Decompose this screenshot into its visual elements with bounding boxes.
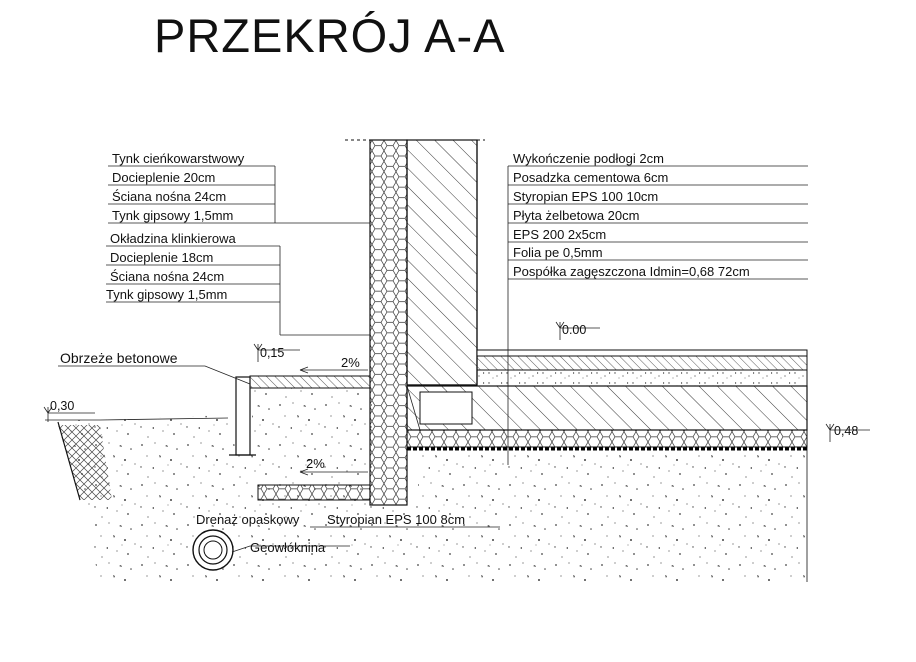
paving-strip xyxy=(249,375,371,389)
eps-strip xyxy=(257,484,371,501)
eps100-layer xyxy=(476,369,808,387)
slope-upper: 2% xyxy=(341,355,360,370)
level-foundation: 0,48 xyxy=(834,424,858,438)
soil-hatch xyxy=(58,425,112,500)
bearing-wall xyxy=(406,139,478,386)
label-tynk-gipsowy-2: Tynk gipsowy 1,5mm xyxy=(106,287,227,302)
level-ground: 0,30 xyxy=(50,399,74,413)
drain-pipe-icon xyxy=(192,529,234,571)
eps200-layer xyxy=(406,429,808,448)
label-tynk-gipsowy-1: Tynk gipsowy 1,5mm xyxy=(112,208,233,223)
label-plyta-zelbetowa: Płyta żelbetowa 20cm xyxy=(513,208,639,223)
level-markers xyxy=(43,321,870,442)
left-leaders xyxy=(106,165,370,336)
drawing-title: PRZEKRÓJ A-A xyxy=(154,9,506,62)
cement-screed xyxy=(476,355,808,371)
ground-surface-line xyxy=(45,417,229,421)
level-edge: 0,15 xyxy=(260,346,284,360)
ground-fill xyxy=(50,388,806,582)
label-sciana-nosna-2: Ściana nośna 24cm xyxy=(110,269,224,284)
label-wykonczenie: Wykończenie podłogi 2cm xyxy=(513,151,664,166)
right-leaders xyxy=(507,165,808,465)
label-styropian-eps100: Styropian EPS 100 10cm xyxy=(513,189,658,204)
label-sciana-nosna-1: Ściana nośna 24cm xyxy=(112,189,226,204)
label-docieplenie-20: Docieplenie 20cm xyxy=(112,170,215,185)
level-floor: 0.00 xyxy=(562,323,586,337)
label-docieplenie-18: Docieplenie 18cm xyxy=(110,250,213,265)
concrete-edging xyxy=(235,376,251,456)
slope-lower: 2% xyxy=(306,456,325,471)
rc-slab xyxy=(406,385,808,431)
callout-styropian-8: Styropian EPS 100 8cm xyxy=(327,512,465,527)
callout-geowloknina: Geowłóknina xyxy=(250,540,326,555)
label-tynk-cienkowarstwowy: Tynk cieńkowarstwowy xyxy=(112,151,245,166)
label-eps200: EPS 200 2x5cm xyxy=(513,227,606,242)
label-okladzina: Okładzina klinkierowa xyxy=(110,231,236,246)
label-folia-pe: Folia pe 0,5mm xyxy=(513,245,603,260)
callout-obrzeze: Obrzeże betonowe xyxy=(60,350,178,366)
wall-insulation xyxy=(369,139,408,506)
label-posadzka: Posadzka cementowa 6cm xyxy=(513,170,668,185)
label-pospolka: Pospółka zagęszczona Idmin=0,68 72cm xyxy=(513,264,750,279)
slab-edge-void xyxy=(419,391,473,425)
floor-finish xyxy=(476,349,808,357)
callout-drenaz: Drenaż opaskowy xyxy=(196,512,300,527)
